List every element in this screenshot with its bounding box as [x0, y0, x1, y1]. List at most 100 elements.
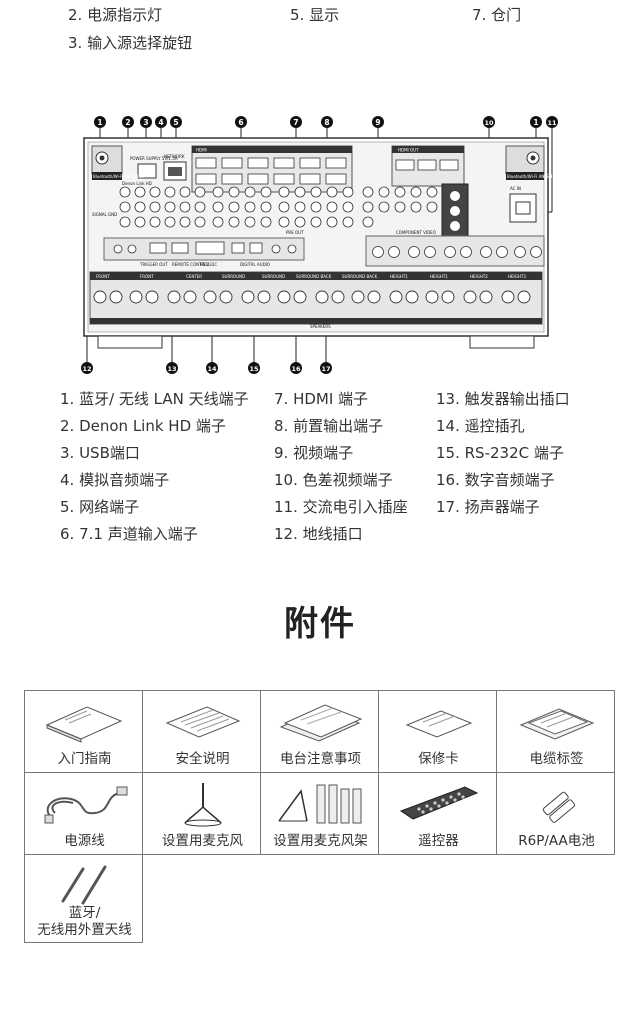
remote-control-icon	[399, 786, 479, 820]
speaker-group-label: HEIGHT2	[470, 274, 488, 279]
callout-badge: 11	[546, 116, 558, 128]
svg-text:9: 9	[375, 118, 380, 127]
accessory-label: 遥控器	[418, 833, 459, 849]
speaker-group-label: HEIGHT1	[430, 274, 448, 279]
accessory-cell: R6P/AA电池	[496, 772, 615, 855]
callout-badge: 16	[290, 362, 302, 374]
callout-badge: 12	[81, 362, 93, 374]
accessory-label-line2: 无线用外置天线	[37, 922, 132, 938]
speaker-group-label: CENTER	[186, 274, 202, 279]
legend-item: 12. 地线插口	[274, 525, 363, 543]
antenna-connector-right	[505, 145, 545, 180]
batteries-icon	[542, 791, 576, 823]
speaker-group-label: HEIGHT1	[390, 274, 408, 279]
legend-item: 2. Denon Link HD 端子	[60, 417, 226, 435]
pre-out-label: PRE OUT	[286, 230, 304, 235]
svg-text:11: 11	[547, 119, 557, 127]
antenna-right-label: Bluetooth/Wi-Fi ANTENNA	[507, 174, 558, 179]
accessory-label: 保修卡	[418, 751, 459, 767]
legend-item: 1. 蓝牙/ 无线 LAN 天线端子	[60, 390, 249, 408]
denon-link-label: Denon Link HD	[122, 181, 152, 186]
svg-text:10: 10	[484, 119, 494, 127]
callout-badge: 14	[206, 362, 218, 374]
legend-item: 3. USB端口	[60, 444, 140, 462]
speaker-group-label: HEIGHT3	[508, 274, 526, 279]
legend-column: 7. HDMI 端子 8. 前置输出端子 9. 视频端子 10. 色差视频端子 …	[274, 386, 408, 548]
accessory-cell: 遥控器	[378, 772, 497, 855]
legend-item: 10. 色差视频端子	[274, 471, 393, 489]
legend-item: 8. 前置输出端子	[274, 417, 384, 435]
callout-badge: 2	[122, 116, 134, 128]
rear-panel-diagram: Bluetooth/Wi-Fi ANTENNA Bluetooth/Wi-Fi …	[0, 112, 640, 382]
network-label: NETWORK	[164, 154, 185, 159]
callout-badge: 4	[155, 116, 167, 128]
callout-badge: 13	[166, 362, 178, 374]
legend-item: 9. 视频端子	[274, 444, 354, 462]
svg-text:1: 1	[533, 118, 538, 127]
speaker-group-label: SURROUND	[222, 274, 245, 279]
legend-item: 6. 7.1 声道输入端子	[60, 525, 198, 543]
top-list-item: 5. 显示	[290, 6, 340, 24]
hdmi-out-label: HDMI OUT	[398, 148, 419, 153]
remote-control-label: REMOTE CONTROL	[172, 262, 210, 267]
speaker-group-label: SURROUND BACK	[296, 274, 332, 279]
legend-item: 15. RS-232C 端子	[436, 444, 564, 462]
accessory-cell: 电缆标签	[496, 690, 615, 773]
accessory-label: 入门指南	[57, 751, 112, 767]
power-supply-label: POWER SUPPLY 5V/1.5A	[130, 156, 178, 161]
accessory-label: 电缆标签	[529, 751, 584, 767]
legend-column: 1. 蓝牙/ 无线 LAN 天线端子 2. Denon Link HD 端子 3…	[60, 386, 249, 548]
accessory-label: 电台注意事项	[280, 751, 361, 767]
warranty-card-icon	[405, 710, 473, 738]
svg-text:6: 6	[238, 118, 243, 127]
callout-badge: 1	[94, 116, 106, 128]
legend-item: 16. 数字音频端子	[436, 471, 555, 489]
svg-text:16: 16	[291, 365, 301, 373]
rs232c-label: RS-232C	[200, 262, 217, 267]
legend-item: 11. 交流电引入插座	[274, 498, 408, 516]
cable-labels-icon	[519, 708, 595, 740]
svg-text:2: 2	[125, 118, 130, 127]
speaker-group-label: FRONT	[96, 274, 110, 279]
legend-item: 14. 遥控插孔	[436, 417, 525, 435]
rear-panel-svg: Bluetooth/Wi-Fi ANTENNA Bluetooth/Wi-Fi …	[81, 116, 558, 374]
component-video-label: COMPONENT VIDEO	[396, 230, 436, 235]
accessory-label: R6P/AA电池	[518, 833, 595, 849]
callout-badge: 10	[483, 116, 495, 128]
speaker-group-label: SURROUND BACK	[342, 274, 378, 279]
legend-item: 7. HDMI 端子	[274, 390, 369, 408]
svg-text:1: 1	[97, 118, 102, 127]
front-panel-list-continued: 2. 电源指示灯 5. 显示 7. 仓门 3. 输入源选择旋钮	[0, 4, 640, 64]
svg-text:12: 12	[82, 365, 91, 373]
callout-badge: 3	[140, 116, 152, 128]
svg-text:7: 7	[293, 118, 298, 127]
digital-audio-label: DIGITAL AUDIO	[240, 262, 270, 267]
callout-badge: 1	[530, 116, 542, 128]
top-list-item: 2. 电源指示灯	[68, 6, 163, 24]
leaflet-icon	[165, 706, 241, 738]
antennas-icon	[61, 865, 107, 905]
top-list-item: 3. 输入源选择旋钮	[68, 34, 193, 52]
callout-badge: 6	[235, 116, 247, 128]
svg-text:5: 5	[173, 118, 178, 127]
trigger-out-label: TRIGGER OUT	[139, 262, 168, 267]
accessory-cell: 保修卡	[378, 690, 497, 773]
notice-sheets-icon	[279, 704, 363, 742]
accessory-cell: 安全说明	[142, 690, 261, 773]
speaker-group-label: FRONT	[140, 274, 154, 279]
antenna-connector-left	[91, 145, 123, 180]
power-cord-icon	[44, 786, 128, 824]
ac-in-label: AC IN	[510, 186, 521, 191]
booklet-icon	[45, 706, 123, 743]
callout-badge: 7	[290, 116, 302, 128]
mic-stand-icon	[278, 784, 362, 824]
legend-item: 5. 网络端子	[60, 498, 140, 516]
accessory-label: 电源线	[64, 833, 105, 849]
legend-item: 4. 模拟音频端子	[60, 471, 170, 489]
accessory-label: 设置用麦克风架	[273, 833, 368, 849]
legend-column: 13. 触发器输出插口 14. 遥控插孔 15. RS-232C 端子 16. …	[436, 386, 570, 521]
microphone-icon	[184, 783, 222, 827]
legend-item: 13. 触发器输出插口	[436, 390, 570, 408]
callout-badge: 5	[170, 116, 182, 128]
svg-text:8: 8	[324, 118, 329, 127]
